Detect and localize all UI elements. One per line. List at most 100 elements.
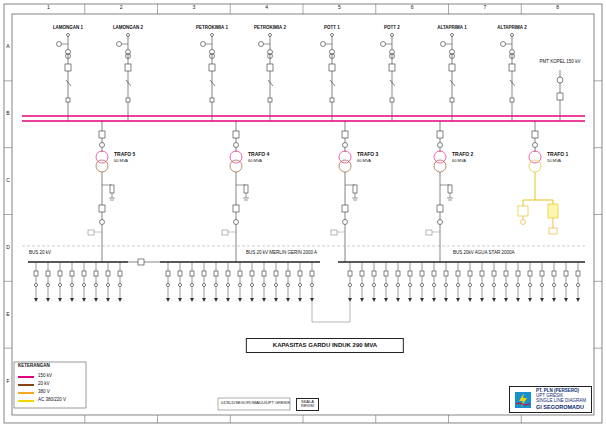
bus-name: BUS 20kV AGUA STAR 2000A xyxy=(452,251,515,256)
grid-tick xyxy=(303,415,304,423)
revision-box: SKALAREVISI xyxy=(296,398,319,411)
ct-symbol xyxy=(372,283,375,286)
breaker-symbol xyxy=(372,271,376,276)
feeder-arrow xyxy=(226,298,230,302)
outgoing-feeder xyxy=(180,262,181,300)
wire xyxy=(112,193,113,198)
feeder-arrow xyxy=(166,298,170,302)
feeder-arrow xyxy=(360,298,364,302)
outgoing-feeder xyxy=(204,262,205,300)
outgoing-feeder xyxy=(252,262,253,300)
feeder-arrow xyxy=(480,298,484,302)
capacity-box: KAPASITAS GARDU INDUK 290 MVA xyxy=(246,338,404,353)
disconnector-symbol xyxy=(268,98,272,102)
feeder-arrow xyxy=(504,298,508,302)
ground-symbol xyxy=(448,200,452,201)
ct-symbol xyxy=(516,283,519,286)
ct-symbol xyxy=(286,283,289,286)
vt-symbol xyxy=(259,42,264,47)
grid-reference: C xyxy=(6,178,10,184)
breaker-symbol xyxy=(342,205,348,212)
feeder-arrow xyxy=(298,298,302,302)
ct-symbol xyxy=(118,283,121,286)
outgoing-feeder xyxy=(482,262,483,300)
aux-wire xyxy=(535,172,536,200)
outgoing-feeder xyxy=(108,262,109,300)
breaker-symbol xyxy=(166,271,170,276)
bay-name: PMT KOPEL 150 kV xyxy=(539,60,582,65)
feeder-bay xyxy=(128,33,129,121)
ground-symbol xyxy=(243,198,249,199)
ct-symbol xyxy=(298,283,301,286)
ct-symbol xyxy=(450,54,455,59)
feeder-bay xyxy=(392,33,393,121)
breaker-symbol xyxy=(564,271,568,276)
outgoing-feeder xyxy=(350,262,351,300)
outgoing-feeder xyxy=(72,262,73,300)
ct-symbol xyxy=(178,283,181,286)
transformer-rating: 60 MVA xyxy=(357,159,371,163)
legend-swatch xyxy=(18,392,34,394)
ct-symbol xyxy=(540,283,543,286)
feeder-arrow xyxy=(238,298,242,302)
vt-symbol xyxy=(381,42,386,47)
feeder-arrow xyxy=(456,298,460,302)
feeder-arrow xyxy=(372,298,376,302)
outgoing-feeder xyxy=(374,262,375,300)
grid-reference: D xyxy=(6,245,10,251)
ct-symbol xyxy=(210,54,215,59)
transformer-symbol xyxy=(339,160,351,172)
breaker-symbol xyxy=(516,271,520,276)
feeder-arrow xyxy=(106,298,110,302)
breaker-symbol xyxy=(420,271,424,276)
feeder-arrow xyxy=(190,298,194,302)
terminal-symbol xyxy=(67,34,70,37)
breaker-symbol xyxy=(468,271,472,276)
feeder-arrow xyxy=(202,298,206,302)
feeder-arrow xyxy=(348,298,352,302)
breaker-symbol xyxy=(99,205,105,212)
wire xyxy=(355,193,356,198)
transformer-symbol xyxy=(96,151,108,163)
feeder-arrow xyxy=(262,298,266,302)
outgoing-feeder xyxy=(288,262,289,300)
ct-symbol xyxy=(250,283,253,286)
grid-tick xyxy=(4,147,12,148)
breaker-symbol xyxy=(384,271,388,276)
feeder-bay xyxy=(68,33,69,121)
feeder-arrow xyxy=(178,298,182,302)
legend-swatch xyxy=(18,376,34,378)
transformer-name: TRAFO 1 xyxy=(547,152,568,158)
aux-wire xyxy=(523,216,524,220)
wire xyxy=(432,232,440,233)
transformer-name: TRAFO 5 xyxy=(114,152,135,158)
terminal-symbol xyxy=(511,34,514,37)
outgoing-feeder xyxy=(264,262,265,300)
aux-symbol xyxy=(521,220,526,225)
ct-symbol xyxy=(492,283,495,286)
vt-symbol xyxy=(441,42,446,47)
drawing-frame xyxy=(12,14,594,415)
ct-symbol xyxy=(384,283,387,286)
breaker-symbol xyxy=(449,64,455,71)
busbar-20kv xyxy=(338,261,585,262)
grid-tick xyxy=(594,214,602,215)
ct-symbol xyxy=(66,54,71,59)
ct-symbol xyxy=(34,283,37,286)
ground-symbol xyxy=(244,200,248,201)
ct-symbol xyxy=(58,283,61,286)
title-block: PT. PLN (PERSERO)UPT GRESIKSINGLE LINE D… xyxy=(509,386,592,413)
grid-reference: 5 xyxy=(338,5,341,11)
ct-symbol xyxy=(274,283,277,286)
breaker-symbol xyxy=(202,271,206,276)
aux-wire xyxy=(553,200,554,204)
breaker-symbol xyxy=(408,271,412,276)
feeder-arrow xyxy=(576,298,580,302)
vt-symbol xyxy=(201,42,206,47)
outgoing-feeder xyxy=(458,262,459,300)
breaker-symbol xyxy=(540,271,544,276)
aux-panel xyxy=(549,228,557,234)
breaker-symbol xyxy=(389,64,395,71)
outgoing-feeder xyxy=(434,262,435,300)
transformer-name: TRAFO 3 xyxy=(357,152,378,158)
